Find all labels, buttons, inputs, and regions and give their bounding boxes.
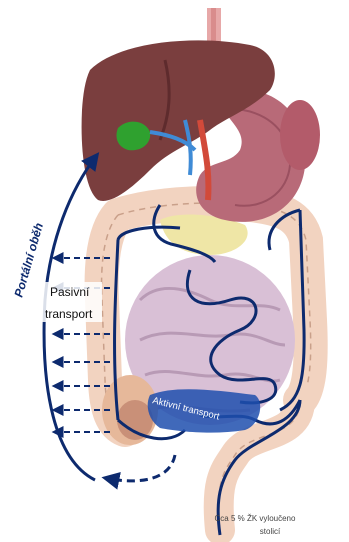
return-arrow	[105, 455, 175, 481]
spleen	[280, 100, 320, 170]
passive-transport-label-line2: transport	[45, 307, 93, 321]
passive-transport-label-line1: Pasivní	[50, 285, 90, 299]
excretion-label-line1: Cca 5 % ŽK vyloučeno	[215, 514, 296, 523]
portal-circulation-label: Portální oběh	[11, 221, 46, 299]
excretion-label-line2: stolicí	[260, 527, 281, 536]
